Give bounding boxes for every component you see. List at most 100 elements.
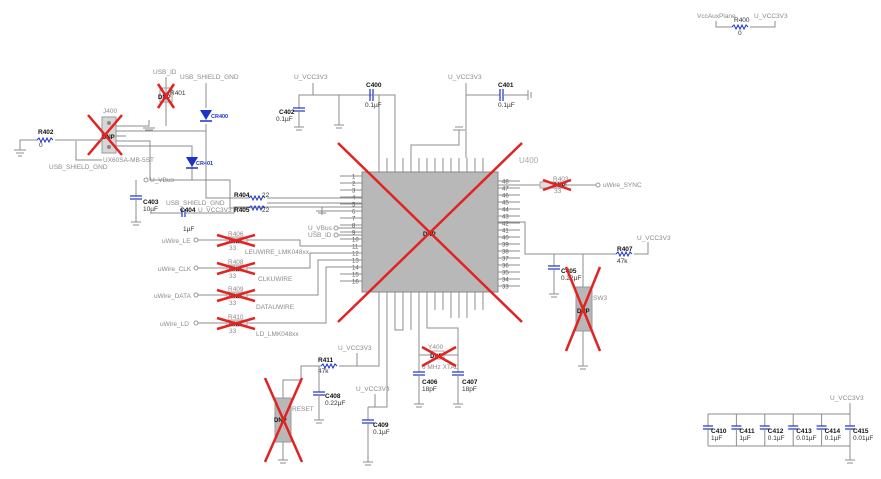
ic-right-pin-number: 46 (502, 194, 509, 200)
ic-ref: U400 (519, 156, 539, 165)
ic-right-pin-number: 38 (502, 250, 509, 256)
ic-left-pin-number: 1 (352, 175, 356, 181)
ic-left-pin-number: 16 (352, 280, 359, 286)
ic-right-pin-number: 34 (502, 278, 509, 284)
c401-value: 0.1µF (498, 102, 515, 109)
uwire-data-row: uWire_DATA R409 DNP 33 (154, 286, 256, 307)
ic-left-pin-number: 10 (352, 238, 359, 244)
r406-dnp: DNP (229, 239, 242, 245)
cap-bank-ref: C410 (711, 428, 727, 435)
cap-bank-ref: C414 (825, 428, 841, 435)
cap-bank-value: 1µF (711, 435, 722, 442)
c400-value: 0.1µF (365, 102, 382, 109)
r403-ref: R403 (553, 176, 569, 183)
resistor-r402-symbol (36, 136, 54, 144)
wire (75, 141, 102, 161)
c402-ref: C402 (279, 109, 295, 116)
ic-left-pin-number: 6 (352, 210, 356, 216)
cr400-symbol (200, 110, 212, 120)
ic-left-pin-number: 3 (352, 189, 356, 195)
net-vcc3v3-c404: U_VCC3V3 (198, 207, 232, 214)
r401-ref: R401 (170, 90, 186, 97)
net-vccauxplane: VccAuxPlane (697, 13, 736, 20)
c403-ref: C403 (143, 199, 159, 206)
r410-value: 33 (229, 328, 237, 335)
c404-block: USB_SHIELD_GND C404 1µF U_VCC3V3 (150, 200, 362, 233)
net-u-vbus-mid: U_VBus (308, 225, 333, 232)
ic-left-pin-number: 5 (352, 203, 356, 209)
ic-dnp: DNP (423, 232, 436, 238)
wire (116, 140, 206, 181)
cap-bank-value: 0.1µF (825, 435, 842, 442)
r410-ref: R410 (228, 314, 244, 321)
cr400-ref: CR400 (211, 114, 228, 120)
ic-right-pin-number: 40 (502, 236, 509, 242)
ic-left-pin-number: 12 (352, 252, 359, 258)
uwire-le-row: uWire_LE R406 DNP 33 (162, 231, 256, 252)
r410-dnp: DNP (229, 322, 242, 328)
net-usb-id: USB_ID (153, 69, 177, 76)
ic-right-pin-number: 47 (502, 187, 509, 193)
ic-right-pin-number: 39 (502, 243, 509, 249)
r409-dnp: DNP (229, 294, 242, 300)
top-caps: U_VCC3V3 U_VCC3V3 C402 0.1µF C400 0.1µF … (276, 74, 532, 158)
cap-bank-items: C4101µFC4111µFC4120.1µFC4130.01µFC4140.1… (703, 414, 873, 446)
r406-ref: R406 (228, 231, 244, 238)
reset-label: RESET (292, 406, 314, 413)
c409-value: 0.1µF (373, 429, 390, 436)
r408-value: 33 (229, 273, 237, 280)
r402-ref: R402 (38, 129, 54, 136)
resistor-r411-symbol (320, 362, 338, 370)
reset-dnp: DNP (274, 418, 287, 424)
bottom-left-block: U_VCC3V3 R411 47k C408 0.22µF RESET DNP (263, 310, 380, 464)
cap-bank: U_VCC3V3 C4101µFC4111µFC4120.1µFC4130.01… (703, 395, 873, 464)
j400-dnp-cross-b (87, 114, 123, 156)
c406-ref: C406 (422, 379, 438, 386)
r405-ref: R405 (234, 207, 250, 214)
resistor-r407-symbol (615, 250, 633, 258)
net-usb-shield-gnd-bottom: USB_SHIELD_GND (49, 164, 108, 171)
c409-ref: C409 (373, 422, 389, 429)
net-u-vbus: U_VBus (150, 177, 175, 184)
cap-bank-value: 0.01µF (796, 435, 816, 442)
j400-ref: J400 (103, 108, 117, 115)
cr401-ref: CR401 (196, 161, 213, 167)
r409-value: 33 (229, 300, 237, 307)
r400-block: VccAuxPlane U_VCC3V3 R400 0 (697, 13, 788, 37)
c406-value: 18pF (422, 386, 437, 393)
resistor-r400-symbol (731, 23, 749, 31)
r407-value: 47k (617, 258, 628, 265)
ic-left-pin-number: 7 (352, 217, 356, 223)
ic-left-pin-number: 15 (352, 273, 359, 279)
usb-id-block: USB_ID R401 DNP (153, 69, 186, 126)
c407-ref: C407 (462, 379, 478, 386)
net-vcc3v3-bottom-b: U_VCC3V3 (356, 386, 390, 393)
ic-right-pin-number: 35 (502, 271, 509, 277)
vbus-c403-block: U_VBus C403 10µF (130, 177, 175, 226)
net-vcc3v3-top-right: U_VCC3V3 (754, 13, 788, 20)
r408-dnp: DNP (229, 267, 242, 273)
ic-left-pin-number: 9 (352, 231, 356, 237)
ic-top-pins (378, 158, 484, 172)
r404-value: 22 (262, 192, 270, 199)
cap-bank-ref: C411 (739, 428, 755, 435)
diode-cr401: CR401 (186, 146, 213, 180)
diode-cr400: USB_SHIELD_GND CR400 (180, 74, 239, 131)
ic-right-pin-number: 41 (502, 229, 509, 235)
cap-bank-value: 1µF (739, 435, 750, 442)
r402-block: R402 0 (14, 129, 102, 157)
r408-ref: R408 (228, 259, 244, 266)
r406-value: 33 (229, 245, 237, 252)
net-clkuwire: CLKUWIRE (258, 276, 293, 283)
resistor-r404-symbol (248, 194, 266, 202)
ic-left-pin-number: 14 (352, 266, 359, 272)
net-vcc3v3-top-left: U_VCC3V3 (294, 74, 328, 81)
net-uwire-sync: uWire_SYNC (603, 182, 642, 189)
